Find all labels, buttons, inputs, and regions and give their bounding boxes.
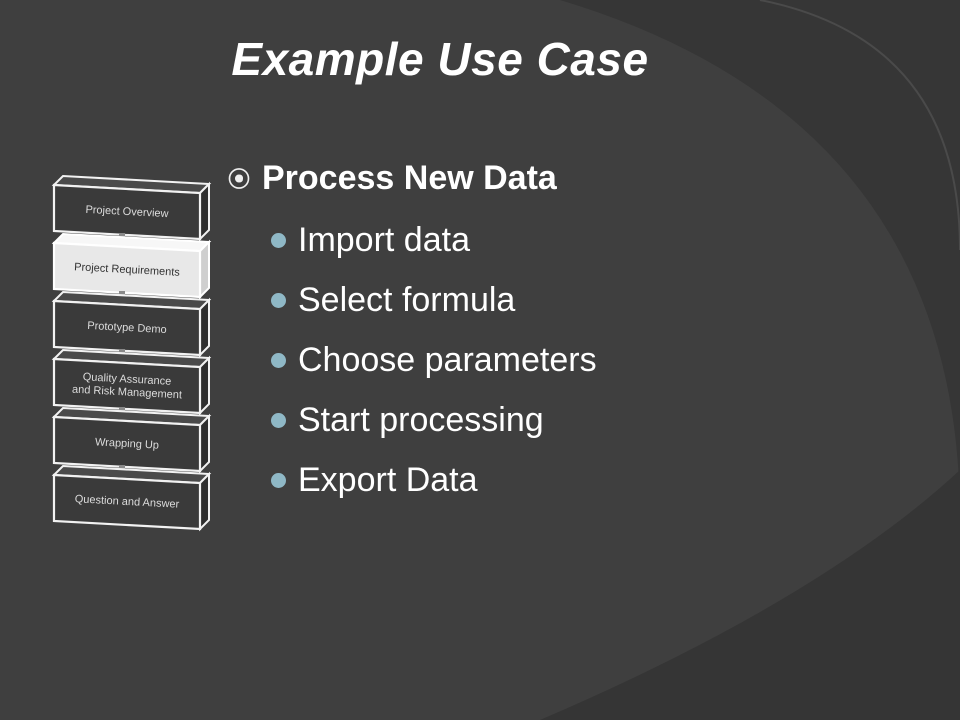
process-step-side — [199, 239, 210, 300]
process-step-label: Question and Answer — [74, 493, 179, 510]
process-step-front — [52, 357, 202, 415]
sub-bullet-label: Import data — [298, 220, 470, 259]
process-step-side — [199, 355, 210, 416]
process-step-side — [199, 181, 210, 242]
sub-bullet: Start processing — [271, 390, 928, 450]
process-step: Prototype Demo — [51, 290, 212, 359]
sub-bullet-label: Start processing — [298, 400, 544, 439]
background-curve-right — [560, 0, 960, 520]
process-step-side — [199, 413, 210, 474]
bullet-content: ⦿ Process New Data Import data Select fo… — [228, 150, 928, 510]
process-step: Project Overview — [51, 174, 212, 243]
process-step-label: Project Overview — [85, 204, 169, 220]
main-bullet-label: Process New Data — [262, 158, 557, 197]
process-step: Question and Answer — [51, 464, 212, 532]
circled-dot-icon: ⦿ — [228, 168, 251, 193]
process-step-front — [52, 415, 202, 473]
process-step-label: and Risk Management — [72, 384, 183, 402]
process-step-front — [52, 299, 202, 357]
bullet-dot-icon — [271, 292, 286, 308]
process-step-label: Wrapping Up — [95, 436, 160, 451]
process-step-side — [199, 471, 210, 532]
sub-bullet-list: Import data Select formula Choose parame… — [228, 210, 928, 510]
bullet-dot-icon — [271, 352, 286, 368]
background-arc-line — [759, 0, 960, 251]
background-curve-bottom — [540, 470, 960, 720]
process-step: Wrapping Up — [51, 406, 212, 475]
sub-bullet: Export Data — [271, 450, 928, 510]
process-step-front — [52, 183, 202, 241]
sub-bullet-label: Select formula — [298, 280, 516, 319]
main-bullet: ⦿ Process New Data — [228, 150, 928, 206]
process-step-front — [52, 473, 202, 531]
process-step-side — [199, 297, 210, 358]
process-step-front — [52, 241, 202, 299]
sub-bullet: Import data — [271, 210, 928, 270]
bullet-dot-icon — [271, 232, 286, 248]
slide-title: Example Use Case — [231, 33, 649, 85]
process-step: Project Requirements — [51, 232, 212, 301]
sub-bullet-label: Choose parameters — [298, 340, 597, 379]
sub-bullet: Choose parameters — [271, 330, 928, 390]
sub-bullet-label: Export Data — [298, 460, 478, 499]
process-step-label: Quality Assurance — [82, 371, 171, 388]
process-step-label: Project Requirements — [74, 261, 181, 279]
bullet-dot-icon — [271, 412, 286, 428]
sub-bullet: Select formula — [271, 270, 928, 330]
process-step-label: Prototype Demo — [87, 320, 167, 336]
bullet-dot-icon — [271, 472, 286, 488]
